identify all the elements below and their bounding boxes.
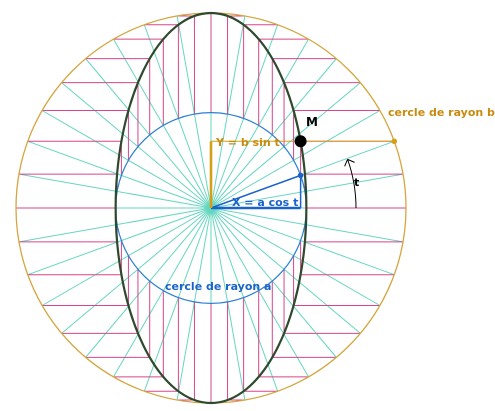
radial-line <box>113 207 212 378</box>
radial-line <box>113 38 212 209</box>
circle-b-label: cercle de rayon b <box>388 106 495 119</box>
radial-line <box>41 207 212 306</box>
y-expression-label: Y = b sin t <box>215 136 280 149</box>
inner-radius-segment <box>210 174 301 209</box>
radial-line <box>143 207 212 392</box>
ellipse-curve <box>114 11 308 405</box>
radial-line <box>210 207 337 358</box>
angle-arc <box>347 159 357 209</box>
radial-line <box>27 207 212 276</box>
radial-line <box>85 207 212 358</box>
point-m-label: M <box>306 115 318 129</box>
radial-line <box>143 24 212 209</box>
radial-line <box>210 24 279 209</box>
radial-line <box>61 207 212 334</box>
circle-a-label: cercle de rayon a <box>165 280 271 293</box>
radial-line <box>41 110 212 209</box>
radial-line <box>210 38 309 209</box>
radial-line <box>210 207 279 392</box>
radial-line <box>27 140 212 209</box>
radial-line <box>210 207 361 334</box>
radial-line <box>210 207 395 276</box>
radial-line <box>210 207 309 378</box>
radial-line <box>210 58 337 209</box>
angle-arrowhead <box>344 158 355 167</box>
highlighted-construction <box>209 135 398 210</box>
projection-lines <box>16 13 406 403</box>
radial-line <box>210 110 381 209</box>
outer-point-dot <box>391 138 398 145</box>
radial-line <box>210 207 381 306</box>
inner-point-dot <box>297 172 304 179</box>
radial-line <box>85 58 212 209</box>
x-expression-label: X = a cos t <box>232 196 298 209</box>
angle-t-label: t <box>354 176 359 189</box>
point-m <box>294 135 307 148</box>
radial-line <box>61 82 212 209</box>
radial-line <box>210 82 361 209</box>
